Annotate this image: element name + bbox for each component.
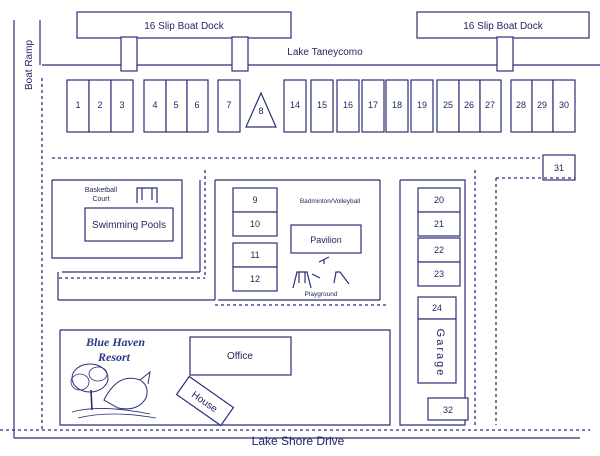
svg-text:21: 21 [434, 219, 444, 229]
svg-text:29: 29 [537, 100, 547, 110]
basketball-hoop-icon [136, 187, 158, 203]
boat-ramp-label: Boat Ramp [24, 40, 35, 90]
pools-label: Swimming Pools [92, 220, 166, 231]
svg-text:18: 18 [392, 100, 402, 110]
svg-text:12: 12 [250, 274, 260, 284]
svg-text:7: 7 [226, 100, 231, 110]
cabin-16[interactable] [336, 79, 360, 133]
cabin-18[interactable] [385, 79, 409, 133]
boat-dock-right[interactable]: 16 Slip Boat Dock [416, 11, 590, 72]
cabin-30[interactable] [552, 79, 576, 133]
svg-text:1: 1 [75, 100, 80, 110]
tree-and-trout-icon [70, 363, 157, 419]
cabin-20[interactable] [417, 187, 461, 213]
svg-text:27: 27 [485, 100, 495, 110]
office[interactable] [189, 336, 292, 376]
svg-text:4: 4 [152, 100, 157, 110]
svg-text:26: 26 [464, 100, 474, 110]
svg-text:22: 22 [434, 245, 444, 255]
playground-label: Playground [305, 291, 338, 298]
cabin-31[interactable] [542, 154, 576, 181]
cabin-17[interactable] [361, 79, 385, 133]
svg-text:5: 5 [173, 100, 178, 110]
cabin-15[interactable] [310, 79, 334, 133]
boat-ramp: Boat Ramp [13, 20, 43, 438]
svg-text:19: 19 [417, 100, 427, 110]
svg-text:2: 2 [97, 100, 102, 110]
svg-text:17: 17 [368, 100, 378, 110]
pavilion-label: Pavilion [310, 235, 342, 245]
svg-text:15: 15 [317, 100, 327, 110]
svg-text:24: 24 [432, 303, 442, 313]
lake-shore-drive: Lake Shore Drive [0, 429, 590, 448]
svg-text:14: 14 [290, 100, 300, 110]
playground-icons [292, 256, 350, 289]
cabin-21[interactable] [417, 211, 461, 237]
svg-text:9: 9 [252, 195, 257, 205]
cabin-14[interactable] [283, 79, 307, 133]
basketball-label-1: Basketball [85, 187, 118, 194]
logo-line-2: Resort [97, 350, 131, 364]
svg-text:20: 20 [434, 195, 444, 205]
swimming-pools[interactable] [84, 207, 174, 242]
dock-left-label: 16 Slip Boat Dock [144, 21, 224, 32]
dock-right-label: 16 Slip Boat Dock [463, 21, 543, 32]
svg-text:23: 23 [434, 269, 444, 279]
cabin-6[interactable] [186, 79, 209, 133]
recreation-block-left [51, 179, 381, 301]
cabin-7[interactable] [217, 79, 241, 133]
svg-text:16: 16 [343, 100, 353, 110]
pavilion[interactable] [290, 224, 362, 254]
cabin-19[interactable] [410, 79, 434, 133]
right-block [399, 179, 466, 426]
cabin-32[interactable] [427, 397, 469, 421]
office-label: Office [227, 351, 253, 362]
lakefront-cabins: 1 2 3 4 5 6 7 8 14 15 16 17 18 19 25 26 … [66, 79, 576, 133]
cabin-12[interactable] [232, 266, 278, 292]
house[interactable]: House [175, 375, 235, 427]
svg-text:32: 32 [443, 405, 453, 415]
svg-text:11: 11 [250, 250, 259, 260]
cabin-10[interactable] [232, 211, 278, 237]
internal-roads [52, 157, 575, 425]
cabin-8[interactable] [245, 91, 277, 128]
cabin-9[interactable] [232, 187, 278, 213]
office-block [59, 329, 391, 426]
svg-text:3: 3 [119, 100, 124, 110]
svg-text:6: 6 [194, 100, 199, 110]
svg-text:25: 25 [443, 100, 453, 110]
cabin-27[interactable] [479, 79, 502, 133]
road-label: Lake Shore Drive [252, 434, 345, 448]
svg-text:28: 28 [516, 100, 526, 110]
badminton-label: Badminton/Volleyball [300, 198, 361, 205]
logo-line-1: Blue Haven [85, 335, 145, 349]
svg-text:8: 8 [258, 106, 263, 116]
boat-dock-left[interactable]: 16 Slip Boat Dock [76, 11, 292, 72]
cabin-23[interactable] [417, 261, 461, 287]
garage-label: Garage [434, 329, 446, 378]
garage[interactable] [417, 318, 457, 384]
basketball-label-2: Court [92, 196, 109, 203]
cabin-11[interactable] [232, 242, 278, 268]
svg-text:10: 10 [250, 219, 260, 229]
svg-text:31: 31 [554, 163, 564, 173]
resort-logo: Blue Haven Resort [70, 335, 157, 419]
lake-label: Lake Taneycomo [287, 47, 363, 58]
cabin-3[interactable] [110, 79, 134, 133]
svg-text:30: 30 [559, 100, 569, 110]
